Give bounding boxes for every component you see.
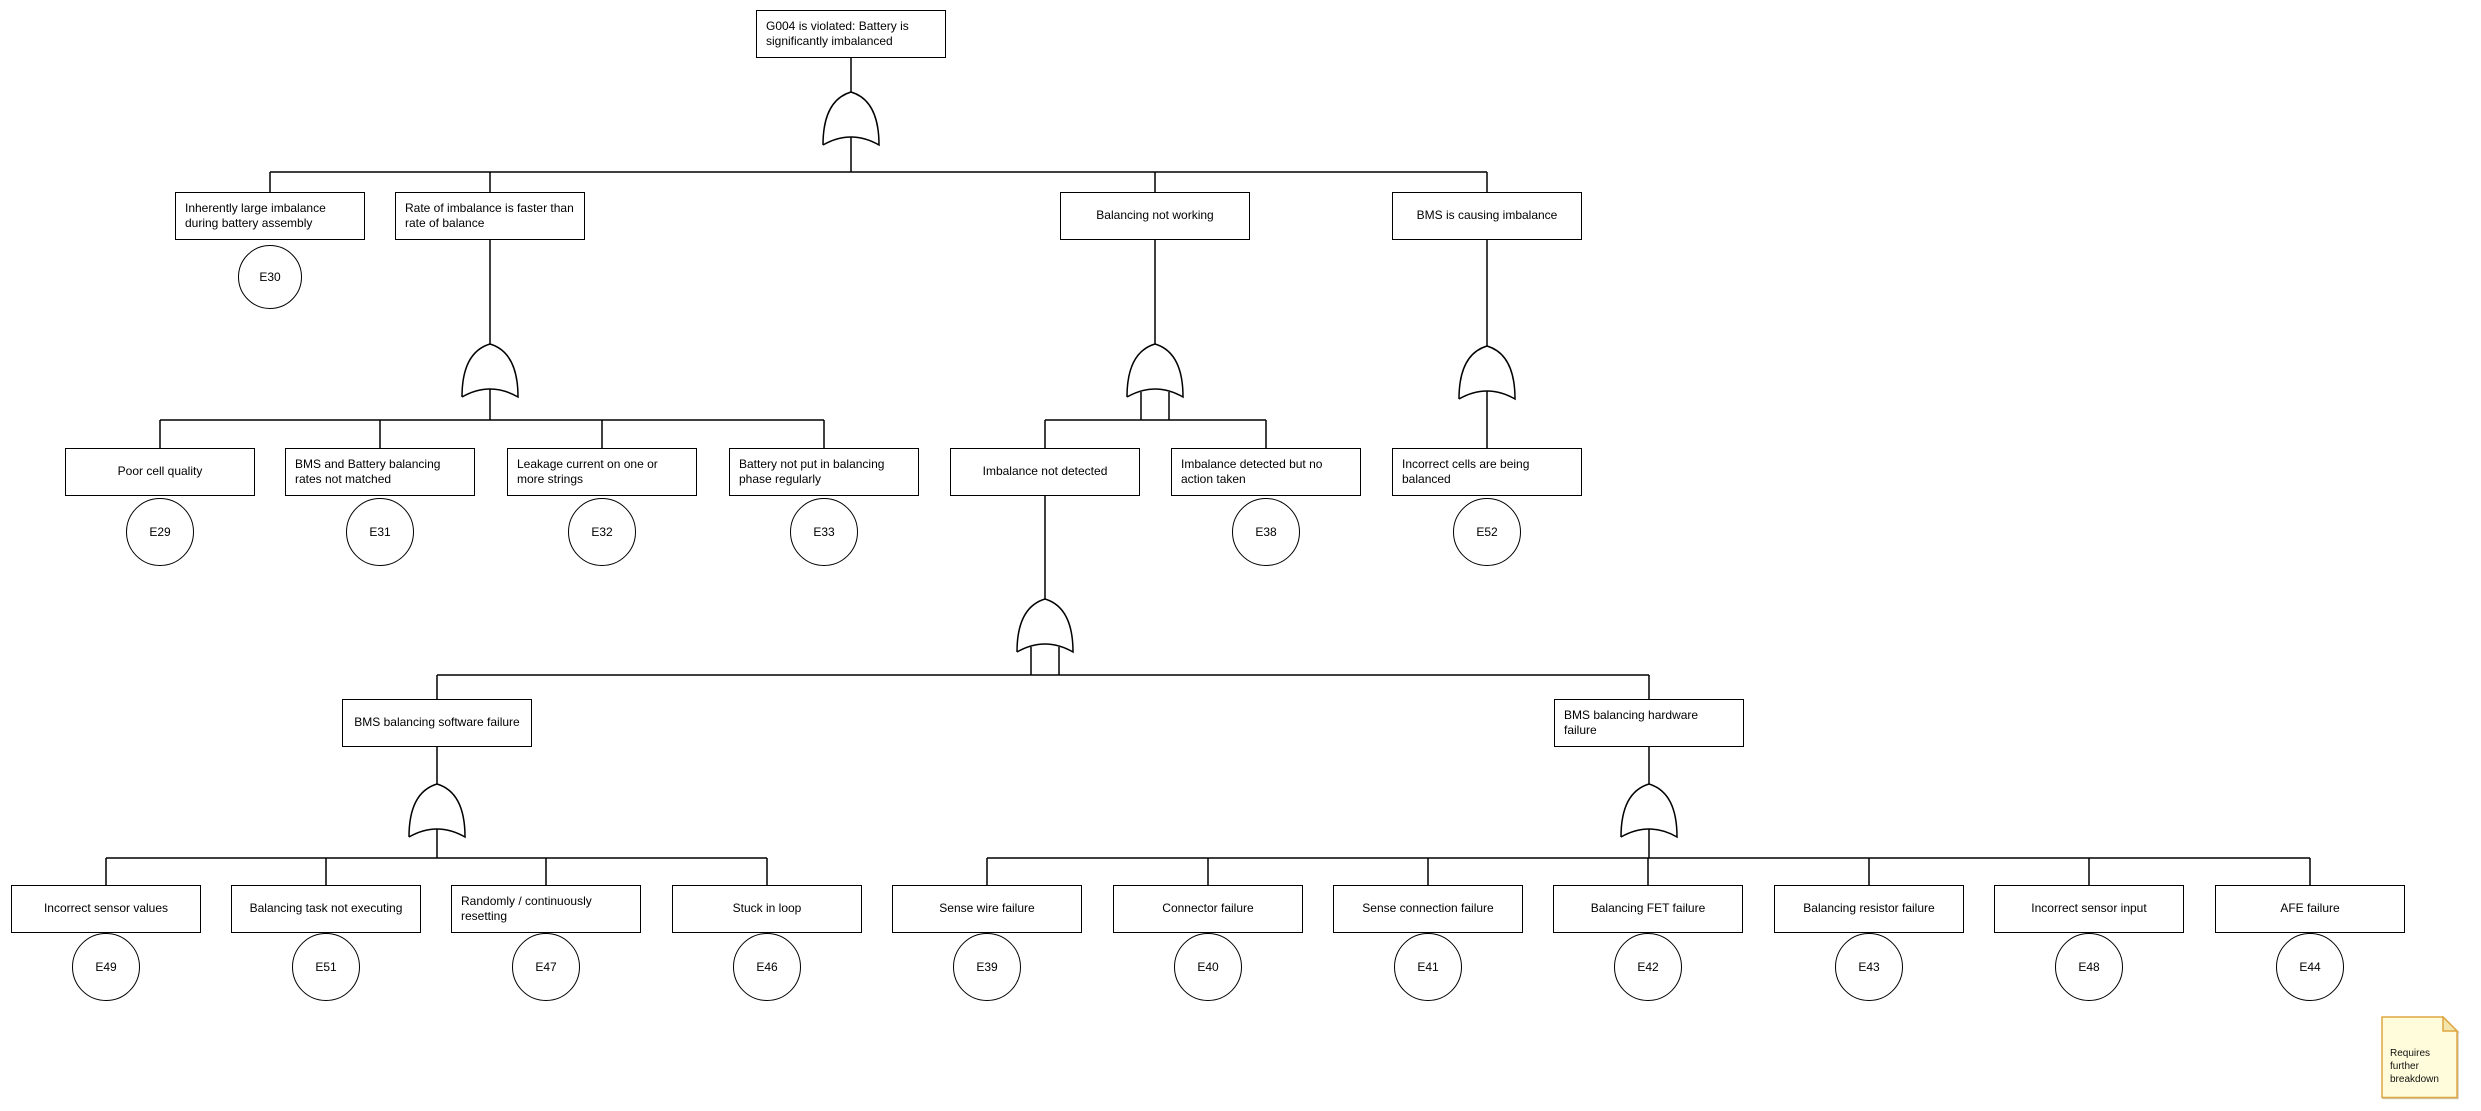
basic-event-id: E38 <box>1255 525 1277 539</box>
sticky-note-icon <box>2381 1016 2459 1099</box>
basic-event-id: E49 <box>95 960 117 974</box>
basic-event-id: E43 <box>1858 960 1880 974</box>
basic-event-circle-E52[interactable]: E52 <box>1453 498 1521 566</box>
sticky-note-text: Requires further breakdown <box>2390 1048 2439 1086</box>
fault-node-top[interactable]: G004 is violated: Battery is significant… <box>756 10 946 58</box>
fault-node-label: Randomly / continuously resetting <box>461 893 592 923</box>
basic-event-circle-E30[interactable]: E30 <box>238 245 302 309</box>
fault-node-label: Stuck in loop <box>732 901 802 916</box>
fault-node-label: Connector failure <box>1162 901 1254 916</box>
basic-event-circle-E42[interactable]: E42 <box>1614 933 1682 1001</box>
or-gate-icon[interactable] <box>822 91 880 147</box>
basic-event-id: E41 <box>1417 960 1439 974</box>
or-gate-icon[interactable] <box>1620 783 1678 839</box>
fault-node-n2[interactable]: Rate of imbalance is faster than rate of… <box>395 192 585 240</box>
fault-node-label: Incorrect sensor input <box>2031 901 2147 916</box>
fault-node-hw3[interactable]: Sense connection failure <box>1333 885 1523 933</box>
fault-node-label: BMS is causing imbalance <box>1416 208 1558 223</box>
or-gate-icon[interactable] <box>1458 345 1516 401</box>
fault-node-hw7[interactable]: AFE failure <box>2215 885 2405 933</box>
basic-event-circle-E41[interactable]: E41 <box>1394 933 1462 1001</box>
basic-event-id: E42 <box>1637 960 1659 974</box>
fault-node-label: Rate of imbalance is faster than rate of… <box>405 200 574 230</box>
basic-event-id: E46 <box>756 960 778 974</box>
basic-event-circle-E33[interactable]: E33 <box>790 498 858 566</box>
fault-node-label: Poor cell quality <box>117 464 203 479</box>
basic-event-id: E30 <box>259 270 281 284</box>
basic-event-circle-E40[interactable]: E40 <box>1174 933 1242 1001</box>
fault-node-label: Imbalance detected but no action taken <box>1181 456 1323 486</box>
basic-event-id: E51 <box>315 960 337 974</box>
basic-event-id: E31 <box>369 525 391 539</box>
or-gate-icon[interactable] <box>1126 343 1184 399</box>
basic-event-circle-E47[interactable]: E47 <box>512 933 580 1001</box>
fault-node-label: BMS balancing hardware failure <box>1564 707 1699 737</box>
basic-event-id: E52 <box>1476 525 1498 539</box>
basic-event-circle-E48[interactable]: E48 <box>2055 933 2123 1001</box>
basic-event-circle-E51[interactable]: E51 <box>292 933 360 1001</box>
fault-node-label: Balancing not working <box>1096 208 1214 223</box>
fault-node-label: Balancing resistor failure <box>1803 901 1935 916</box>
fault-node-n24[interactable]: Battery not put in balancing phase regul… <box>729 448 919 496</box>
basic-event-circle-E29[interactable]: E29 <box>126 498 194 566</box>
fault-node-label: Incorrect cells are being balanced <box>1402 456 1530 486</box>
fault-node-n4[interactable]: BMS is causing imbalance <box>1392 192 1582 240</box>
fault-node-hw5[interactable]: Balancing resistor failure <box>1774 885 1964 933</box>
fault-node-hw4[interactable]: Balancing FET failure <box>1553 885 1743 933</box>
basic-event-id: E33 <box>813 525 835 539</box>
basic-event-circle-E38[interactable]: E38 <box>1232 498 1300 566</box>
or-gate-icon[interactable] <box>461 343 519 399</box>
sticky-note-body <box>2381 1016 2458 1099</box>
fault-node-label: Balancing FET failure <box>1590 901 1706 916</box>
fault-node-n41[interactable]: Incorrect cells are being balanced <box>1392 448 1582 496</box>
or-gate-icon[interactable] <box>1016 598 1074 654</box>
basic-event-id: E48 <box>2078 960 2100 974</box>
fault-node-sw[interactable]: BMS balancing software failure <box>342 699 532 747</box>
fault-node-sw3[interactable]: Randomly / continuously resetting <box>451 885 641 933</box>
fault-node-label: Sense connection failure <box>1362 901 1494 916</box>
fault-node-n1[interactable]: Inherently large imbalance during batter… <box>175 192 365 240</box>
fault-node-sw4[interactable]: Stuck in loop <box>672 885 862 933</box>
fault-node-sw1[interactable]: Incorrect sensor values <box>11 885 201 933</box>
basic-event-circle-E39[interactable]: E39 <box>953 933 1021 1001</box>
fault-node-label: Leakage current on one or more strings <box>517 456 658 486</box>
basic-event-id: E47 <box>535 960 557 974</box>
fault-node-n23[interactable]: Leakage current on one or more strings <box>507 448 697 496</box>
fault-node-n32[interactable]: Imbalance detected but no action taken <box>1171 448 1361 496</box>
fault-node-n3[interactable]: Balancing not working <box>1060 192 1250 240</box>
fault-node-hw[interactable]: BMS balancing hardware failure <box>1554 699 1744 747</box>
fault-node-hw6[interactable]: Incorrect sensor input <box>1994 885 2184 933</box>
basic-event-id: E32 <box>591 525 613 539</box>
fault-node-label: Battery not put in balancing phase regul… <box>739 456 885 486</box>
basic-event-circle-E46[interactable]: E46 <box>733 933 801 1001</box>
basic-event-id: E40 <box>1197 960 1219 974</box>
basic-event-id: E39 <box>976 960 998 974</box>
fault-node-label: Inherently large imbalance during batter… <box>185 200 326 230</box>
fault-node-label: Imbalance not detected <box>982 464 1108 479</box>
fault-node-sw2[interactable]: Balancing task not executing <box>231 885 421 933</box>
fault-node-label: Incorrect sensor values <box>43 901 169 916</box>
basic-event-circle-E49[interactable]: E49 <box>72 933 140 1001</box>
basic-event-circle-E43[interactable]: E43 <box>1835 933 1903 1001</box>
fault-node-label: Balancing task not executing <box>249 901 403 916</box>
fault-node-label: Sense wire failure <box>939 901 1035 916</box>
fault-node-label: AFE failure <box>2280 901 2340 916</box>
fault-node-n21[interactable]: Poor cell quality <box>65 448 255 496</box>
fault-node-hw2[interactable]: Connector failure <box>1113 885 1303 933</box>
sticky-note-fold-corner-icon <box>2442 1016 2459 1032</box>
basic-event-circle-E32[interactable]: E32 <box>568 498 636 566</box>
basic-event-id: E44 <box>2299 960 2321 974</box>
fault-node-label: BMS and Battery balancing rates not matc… <box>295 456 441 486</box>
fault-node-n31[interactable]: Imbalance not detected <box>950 448 1140 496</box>
basic-event-circle-E31[interactable]: E31 <box>346 498 414 566</box>
fault-node-label: G004 is violated: Battery is significant… <box>766 18 909 48</box>
basic-event-circle-E44[interactable]: E44 <box>2276 933 2344 1001</box>
fault-node-label: BMS balancing software failure <box>354 715 520 730</box>
or-gate-icon[interactable] <box>408 783 466 839</box>
fault-node-n22[interactable]: BMS and Battery balancing rates not matc… <box>285 448 475 496</box>
basic-event-id: E29 <box>149 525 171 539</box>
sticky-note[interactable]: Requires further breakdown <box>2381 1016 2459 1099</box>
fault-node-hw1[interactable]: Sense wire failure <box>892 885 1082 933</box>
